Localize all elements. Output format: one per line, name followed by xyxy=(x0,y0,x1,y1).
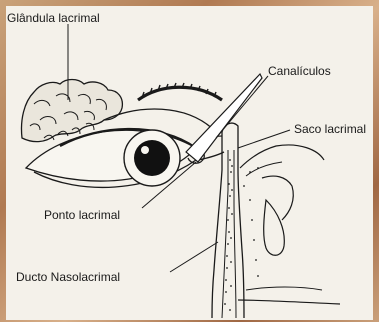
lacrimal-sac xyxy=(222,123,244,318)
label-ponto-lacrimal: Ponto lacrimal xyxy=(44,208,120,222)
label-ducto-nasolacrimal: Ducto Nasolacrimal xyxy=(16,270,120,284)
label-saco-lacrimal: Saco lacrimal xyxy=(294,122,366,136)
leader-canaliculos xyxy=(216,76,268,138)
leader-ducto xyxy=(170,242,218,272)
label-canaliculos: Canalículos xyxy=(268,64,331,78)
label-glandula-lacrimal: Glândula lacrimal xyxy=(7,11,100,25)
pupil xyxy=(134,140,170,176)
